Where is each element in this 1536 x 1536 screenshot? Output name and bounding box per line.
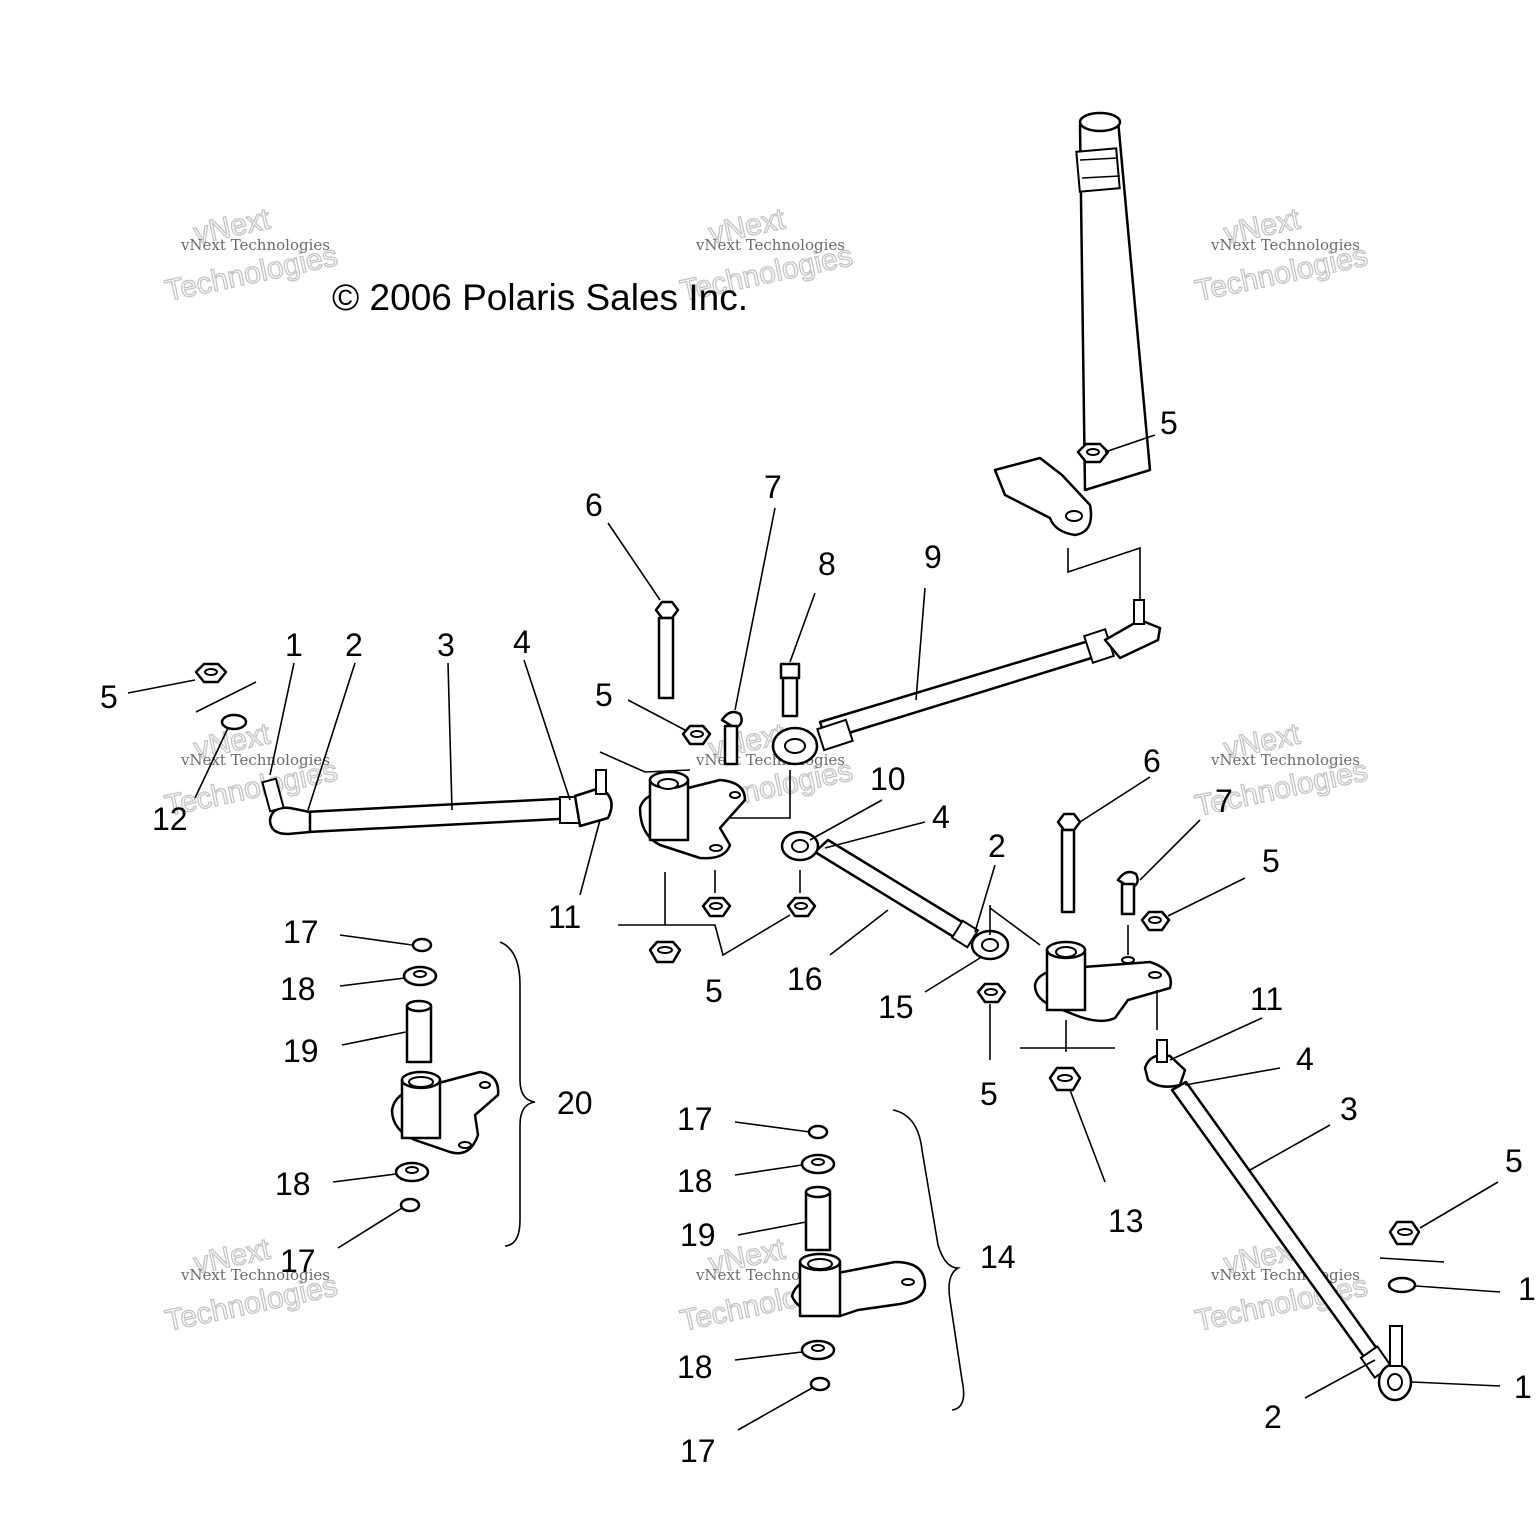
callout-11-left: 11: [548, 899, 581, 935]
callout-12: 12: [152, 801, 188, 837]
callout-5-left: 5: [100, 679, 118, 715]
svg-text:vNext Technologies: vNext Technologies: [695, 751, 845, 769]
callout-5-right-lower: 5: [1505, 1143, 1523, 1179]
callout-7-left: 7: [764, 469, 782, 505]
steering-column: [993, 111, 1152, 600]
callout-19-a: 19: [283, 1033, 319, 1069]
callout-10: 10: [870, 761, 906, 797]
callout-5-lower: 5: [705, 973, 723, 1009]
nut-5-lower-a: [701, 896, 732, 918]
washer-right: [1387, 1276, 1417, 1294]
callout-14: 14: [980, 1239, 1016, 1275]
assembly-14: [790, 1109, 965, 1411]
callout-18-c: 18: [677, 1163, 713, 1199]
callout-17-c: 17: [677, 1101, 713, 1137]
svg-text:vNext Technologies: vNext Technologies: [1210, 1266, 1360, 1284]
leader-lines: [127, 434, 1501, 1431]
callout-2-left: 2: [345, 627, 363, 663]
callout-4-left: 4: [513, 624, 531, 660]
callout-20: 20: [557, 1085, 593, 1121]
callout-2-center: 2: [988, 828, 1006, 864]
callout-17-d: 17: [680, 1433, 716, 1469]
washer-12: [220, 713, 248, 731]
callout-11-right: 11: [1250, 981, 1283, 1017]
nut-5-left: [194, 662, 228, 684]
callout-18-d: 18: [677, 1349, 713, 1385]
svg-text:vNext Technologies: vNext Technologies: [180, 751, 330, 769]
nut-5-bracket-left: [681, 724, 712, 746]
assembly-20: [390, 937, 536, 1247]
callout-4-right: 4: [1296, 1041, 1314, 1077]
bolt-7-left: [720, 710, 743, 766]
watermark-bottom-left: vNext Technologies vNext Technologies: [162, 1232, 341, 1339]
callout-3-right: 3: [1340, 1091, 1358, 1127]
callout-8: 8: [818, 546, 836, 582]
center-link-16: [780, 830, 1041, 961]
callout-5-bracket-left: 5: [595, 677, 613, 713]
watermark-middle-right: vNext Technologies vNext Technologies: [1192, 717, 1371, 824]
svg-text:vNext Technologies: vNext Technologies: [1210, 236, 1360, 254]
svg-text:vNext Technologies: vNext Technologies: [180, 236, 330, 254]
idler-bracket-right: [1020, 925, 1173, 1052]
callout-15: 15: [878, 989, 914, 1025]
drag-link-9: [771, 599, 1162, 766]
svg-text:vNext Technologies: vNext Technologies: [180, 1266, 330, 1284]
callout-17-a: 17: [283, 914, 319, 950]
tie-rod-right: [1143, 1039, 1445, 1402]
callout-18-b: 18: [275, 1166, 311, 1202]
callout-17-b: 17: [280, 1243, 316, 1279]
svg-text:vNext Technologies: vNext Technologies: [695, 236, 845, 254]
callout-1-left: 1: [285, 627, 303, 663]
nut-13: [1048, 1066, 1082, 1092]
callout-4-center: 4: [932, 799, 950, 835]
callout-1-right-end: 1: [1514, 1369, 1532, 1405]
callout-labels: 1 2 3 4 5 12 6 7 8 9 5 5 11 5 10 4 16 2 …: [100, 405, 1536, 1469]
nut-5-column: [1076, 442, 1110, 464]
callout-5-right-upper: 5: [1262, 843, 1280, 879]
callout-18-a: 18: [280, 971, 316, 1007]
watermark-top-left: vNext Technologies vNext Technologies: [162, 202, 341, 309]
nut-5-right-upper: [1140, 910, 1171, 932]
callout-6-left: 6: [585, 487, 603, 523]
idler-bracket-left: [599, 751, 801, 957]
bolt-6-left: [654, 600, 680, 700]
bolt-7-right: [1116, 870, 1139, 916]
watermark-top-right: vNext Technologies vNext Technologies: [1192, 202, 1371, 309]
callout-6-right: 6: [1143, 743, 1161, 779]
callout-2-right: 2: [1264, 1399, 1282, 1435]
bolt-8: [779, 662, 801, 718]
callout-19-b: 19: [680, 1217, 716, 1253]
callout-1-right-washer: 1: [1518, 1271, 1536, 1307]
nut-5-link-15: [976, 982, 1007, 1004]
callout-5-link-15: 5: [980, 1076, 998, 1112]
copyright-notice: © 2006 Polaris Sales Inc.: [332, 277, 748, 318]
callout-3-left: 3: [437, 627, 455, 663]
callout-7-right: 7: [1215, 783, 1233, 819]
callout-16: 16: [787, 961, 823, 997]
callout-5-column: 5: [1160, 405, 1178, 441]
callout-9: 9: [924, 539, 942, 575]
bolt-6-right: [1056, 812, 1082, 914]
nut-5-lower-b: [786, 896, 817, 918]
nut-5-right-lower: [1388, 1220, 1421, 1246]
svg-text:vNext Technologies: vNext Technologies: [1210, 751, 1360, 769]
tie-rod-left: [195, 681, 613, 836]
callout-13: 13: [1108, 1203, 1144, 1239]
nut-5-lower-c: [648, 940, 682, 964]
